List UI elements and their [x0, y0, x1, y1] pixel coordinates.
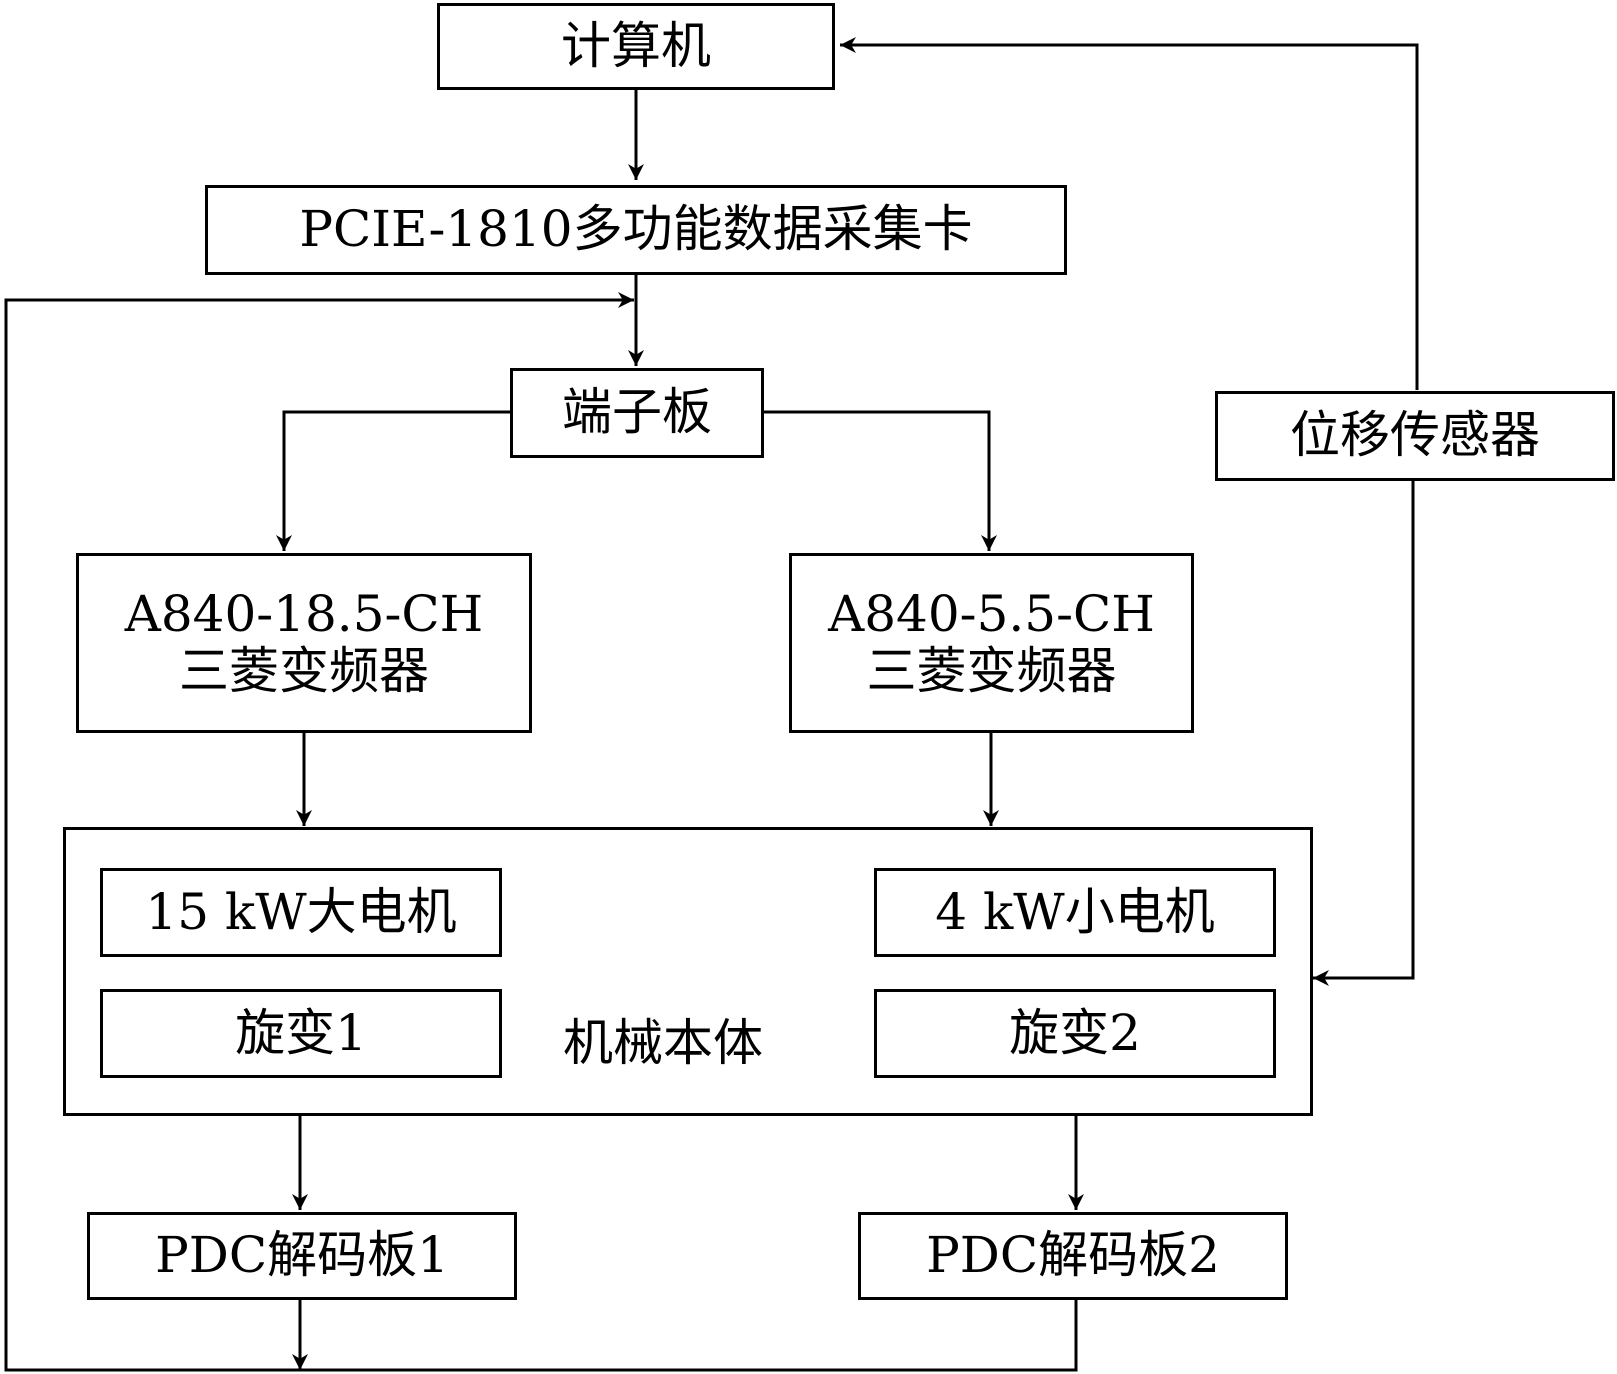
terminal-board-box: 端子板 [510, 368, 764, 458]
inverter-left-box: A840-18.5-CH 三菱变频器 [76, 553, 532, 733]
computer-label: 计算机 [561, 16, 711, 75]
resolver-1-box: 旋变1 [100, 989, 502, 1078]
displacement-sensor-label: 位移传感器 [1290, 406, 1540, 465]
motor-small-label: 4 kW小电机 [935, 882, 1215, 941]
pdc-board-1-label: PDC解码板1 [155, 1226, 449, 1285]
computer-box: 计算机 [437, 3, 835, 90]
inverter-left-type: 三菱变频器 [179, 642, 429, 700]
motor-big-box: 15 kW大电机 [100, 868, 502, 957]
daq-card-label: PCIE-1810多功能数据采集卡 [299, 200, 973, 259]
resolver-2-label: 旋变2 [1009, 1003, 1141, 1062]
arrow-terminal-to-inverter-right [763, 410, 997, 551]
daq-card-box: PCIE-1810多功能数据采集卡 [205, 185, 1067, 275]
pdc-board-2-box: PDC解码板2 [858, 1212, 1288, 1300]
inverter-right-model: A840-5.5-CH [828, 584, 1155, 643]
inverter-right-type: 三菱变频器 [866, 642, 1117, 700]
pdc-board-2-label: PDC解码板2 [926, 1226, 1220, 1285]
motor-big-label: 15 kW大电机 [145, 882, 457, 941]
motor-small-box: 4 kW小电机 [874, 868, 1276, 957]
resolver-1-label: 旋变1 [235, 1003, 367, 1062]
displacement-sensor-box: 位移传感器 [1215, 391, 1615, 481]
feedback-loop-pdc-to-daq [4, 292, 1078, 1372]
arrow-sensor-to-computer [840, 37, 1419, 390]
pdc-board-1-box: PDC解码板1 [87, 1212, 517, 1300]
mechanical-body-label: 机械本体 [563, 1014, 763, 1072]
arrow-terminal-to-inverter-left [276, 410, 512, 551]
inverter-left-model: A840-18.5-CH [124, 584, 484, 643]
inverter-right-box: A840-5.5-CH 三菱变频器 [789, 553, 1194, 733]
arrow-sensor-to-body [1313, 481, 1415, 986]
terminal-board-label: 端子板 [562, 383, 712, 442]
resolver-2-box: 旋变2 [874, 989, 1276, 1078]
